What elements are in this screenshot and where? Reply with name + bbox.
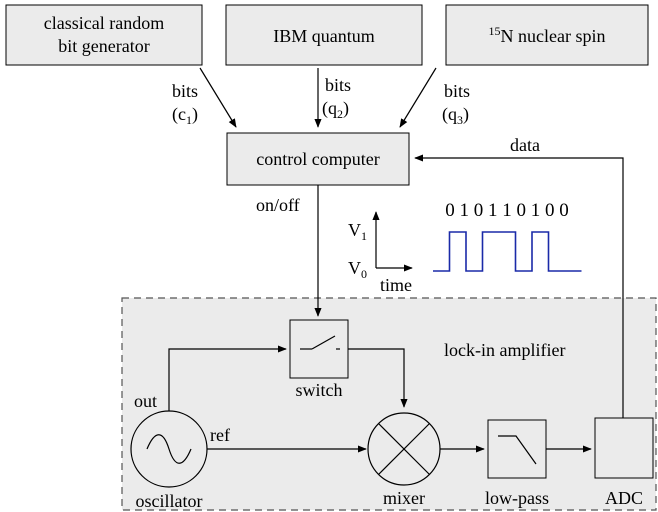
nuclear-label: 15N nuclear spin — [489, 24, 606, 46]
control-computer-box: control computer — [226, 132, 410, 186]
v1-label: V1 — [348, 220, 367, 243]
out-arrow — [168, 345, 287, 411]
q2-close: ) — [343, 98, 349, 119]
q3-base: (q — [442, 104, 457, 125]
arrow-c1 — [199, 67, 237, 128]
v0-sub: 0 — [361, 267, 367, 281]
v0-base: V — [348, 258, 361, 278]
v0-label: V0 — [348, 258, 367, 281]
time-label: time — [380, 275, 412, 295]
mixer-label: mixer — [383, 488, 425, 508]
bit-string: 0 1 0 1 1 0 1 0 0 — [445, 200, 569, 221]
nuclear-text: N nuclear spin — [501, 26, 606, 46]
q2-label: (q2) — [322, 98, 349, 121]
ref-label: ref — [210, 425, 230, 445]
bits-label-c: bits — [172, 81, 198, 101]
bits-label-q2: bits — [325, 75, 351, 95]
q3-sub: 3 — [457, 113, 463, 127]
c1-label: (c1) — [172, 104, 198, 127]
q3-label: (q3) — [442, 104, 469, 127]
ibm-label: IBM quantum — [273, 26, 375, 46]
oscillator-symbol — [130, 410, 208, 488]
classical-label-1: classical random — [44, 13, 164, 33]
oscillator-label: oscillator — [136, 491, 203, 511]
v1-sub: 1 — [361, 229, 367, 243]
switch-box — [289, 319, 349, 379]
classical-generator-box: classical random bit generator — [5, 4, 203, 66]
q2-base: (q — [322, 98, 337, 119]
arrow-q3 — [399, 67, 437, 128]
q3-close: ) — [463, 104, 469, 125]
adc-label: ADC — [605, 488, 643, 508]
v1-base: V — [348, 220, 361, 240]
mixer-symbol — [367, 412, 441, 486]
nuclear-superscript: 15 — [489, 24, 501, 38]
c1-base: (c — [172, 104, 186, 125]
switch-to-mixer-arrow — [348, 348, 408, 408]
ibm-quantum-box: IBM quantum — [225, 4, 423, 66]
bits-label-q3: bits — [444, 81, 470, 101]
c1-close: ) — [192, 104, 198, 125]
data-feedback-arrow — [414, 154, 624, 418]
lowpass-label: low-pass — [485, 488, 549, 508]
adc-box — [594, 417, 654, 479]
q2-sub: 2 — [337, 107, 343, 121]
data-label: data — [510, 135, 540, 155]
bit-waveform — [433, 231, 582, 272]
out-label: out — [134, 391, 157, 411]
lockin-title: lock-in amplifier — [444, 340, 565, 360]
onoff-label: on/off — [256, 195, 300, 215]
lowpass-filter-box — [487, 419, 547, 479]
classical-label-2: bit generator — [58, 36, 149, 56]
c1-sub: 1 — [186, 113, 192, 127]
control-label: control computer — [256, 149, 379, 169]
nuclear-spin-box: 15N nuclear spin — [445, 4, 649, 66]
switch-label: switch — [296, 380, 343, 400]
